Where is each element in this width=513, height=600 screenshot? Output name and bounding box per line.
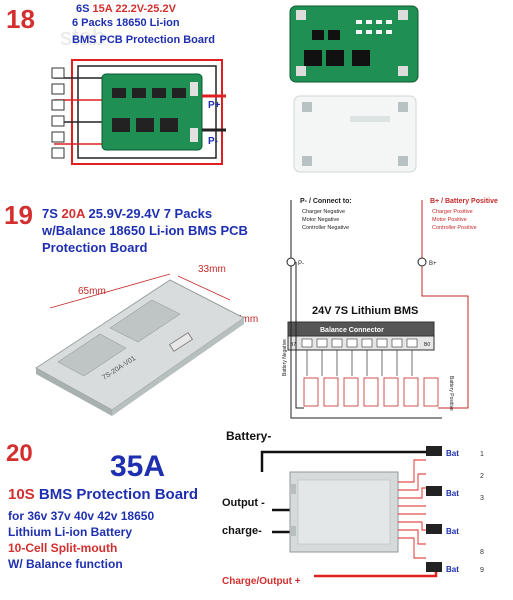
section-19-title-line3: Protection Board xyxy=(42,240,148,255)
section-20-title-main: 10S BMS Protection Board xyxy=(8,486,198,503)
section-20-line-2: Lithium Li-ion Battery xyxy=(8,525,132,539)
section-18-pcb-front-photo xyxy=(289,5,419,83)
p-minus-item-1: Charger Negative xyxy=(302,209,345,215)
section-19-current: 20A xyxy=(61,206,85,221)
output-negative-label: Output - xyxy=(222,497,265,509)
balance-connector-label: Balance Connector xyxy=(320,327,384,334)
cell-number-1: 1 xyxy=(480,451,484,458)
section-19-voltage: 25.9V-29.4V 7 Packs xyxy=(88,206,213,221)
section-20-number: 20 xyxy=(6,440,33,467)
dimension-height: 7mm xyxy=(236,314,258,325)
pin-label-0: B7 xyxy=(290,342,296,348)
dimension-length: 65mm xyxy=(78,286,106,297)
terminal-p-minus-label: P- xyxy=(208,136,218,147)
watermark-text: stab xyxy=(60,24,106,51)
pin-label-7: B0 xyxy=(424,342,430,348)
section-18-wiring-image: P+ P- xyxy=(51,59,226,165)
cell-label-top: Bat xyxy=(446,449,459,458)
section-18-title-line3: BMS PCB Protection Board xyxy=(72,34,216,46)
section-18-pcb-back-photo xyxy=(293,95,417,173)
cell-number-9: 9 xyxy=(480,567,484,574)
section-20-line-3: 10-Cell Split-mouth xyxy=(8,541,118,555)
section-19-title-line1: 7S 20A 25.9V-29.4V 7 Packs xyxy=(42,205,304,222)
cell-number-8: 8 xyxy=(480,549,484,556)
b-plus-terminal: B+ xyxy=(429,261,437,267)
bms-title: 24V 7S Lithium BMS xyxy=(312,305,418,317)
charge-negative-label: charge- xyxy=(222,525,262,537)
section-20-line-4: W/ Balance function xyxy=(8,557,123,571)
p-minus-heading: P- / Connect to: xyxy=(300,198,352,205)
battery-negative-label-20: Battery- xyxy=(226,429,271,443)
section-20-description: for 36v 37v 40v 42v 18650 Lithium Li-ion… xyxy=(8,508,218,572)
section-18-current: 15A xyxy=(92,3,113,15)
section-18-title-line2: 6 Packs 18650 Li-ion xyxy=(72,17,180,29)
b-plus-item-2: Motor Positive xyxy=(432,217,467,223)
b-plus-heading: B+ / Battery Positive xyxy=(430,198,498,205)
section-19-wiring-diagram: P- / Connect to: Charger Negative Motor … xyxy=(282,198,498,419)
section-19-cells: 7S xyxy=(42,206,58,221)
section-20-cells: 10S xyxy=(8,486,35,503)
terminal-p-plus-label: P+ xyxy=(208,100,221,111)
section-20-current: 35A xyxy=(110,450,166,483)
section-18-title-line1: 6S 15A 22.2V-25.2V xyxy=(76,3,176,15)
charge-output-positive-label: Charge/Output + xyxy=(222,576,301,587)
cell-number-2: 2 xyxy=(480,473,484,480)
dimension-width: 33mm xyxy=(198,264,226,275)
section-18-cells: 6S xyxy=(76,3,90,15)
b-plus-item-1: Charger Positive xyxy=(432,209,473,215)
section-20-wiring-diagram: Battery- Output - charge- Charge/Output … xyxy=(222,429,484,587)
b-plus-item-3: Controller Positive xyxy=(432,225,477,231)
section-19-board-photo: 65mm 33mm 7mm 7S-20A-V01 xyxy=(35,264,258,416)
battery-positive-label: Battery Positive xyxy=(448,376,454,411)
battery-negative-label: Battery Negative xyxy=(282,339,288,376)
cell-number-3: 3 xyxy=(480,495,484,502)
section-19-title-line2: w/Balance 18650 Li-ion BMS PCB xyxy=(42,223,248,238)
section-20-title-text: BMS Protection Board xyxy=(38,486,199,503)
p-minus-terminal: P- xyxy=(298,261,304,267)
cell-label-bottom: Bat xyxy=(446,565,459,574)
p-minus-item-2: Motor Negative xyxy=(302,217,339,223)
p-minus-item-3: Controller Negative xyxy=(302,225,349,231)
section-19-number: 19 xyxy=(4,200,33,230)
cell-label-lower: Bat xyxy=(446,527,459,536)
cell-label-upper: Bat xyxy=(446,489,459,498)
section-20-line-1: for 36v 37v 40v 42v 18650 xyxy=(8,509,155,523)
section-18-number: 18 xyxy=(6,4,35,34)
section-18-voltage: 22.2V-25.2V xyxy=(115,3,176,15)
section-19-title: 7S 20A 25.9V-29.4V 7 Packs w/Balance 186… xyxy=(42,205,304,256)
